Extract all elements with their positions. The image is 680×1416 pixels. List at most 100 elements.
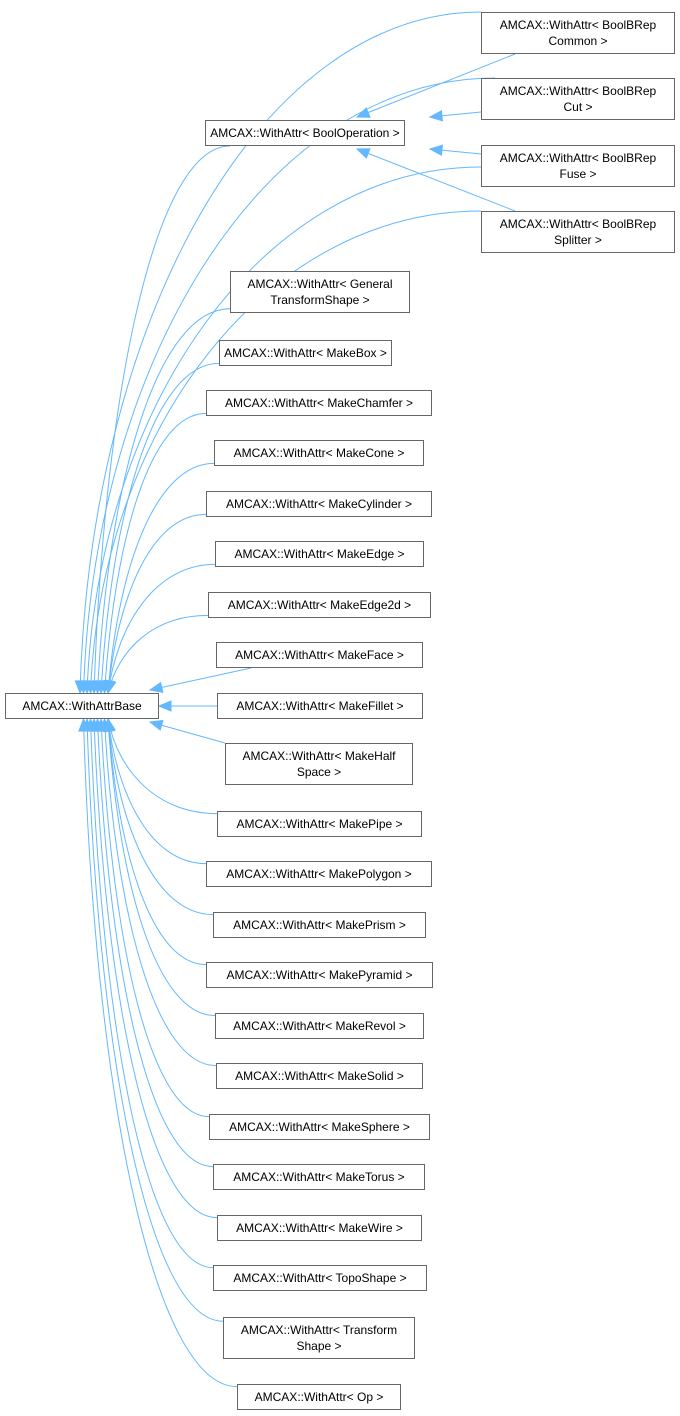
node-child[interactable]: AMCAX::WithAttr< MakeEdge2d > [208,592,431,618]
node-label: AMCAX::WithAttr< BoolBRep [499,217,657,231]
node-label: AMCAX::WithAttr< MakeRevol > [233,1019,406,1033]
node-label: Splitter > [554,233,602,247]
node-label: AMCAX::WithAttr< MakePrism > [233,918,406,932]
node-label: AMCAX::WithAttr< MakeSolid > [235,1069,404,1083]
edge-to-withattrbase [97,308,231,694]
node-label: AMCAX::WithAttr< MakeCylinder > [225,497,413,511]
edge-to-withattrbase [90,718,214,1269]
edge-to-withattrbase [107,563,216,694]
node-label: AMCAX::WithAttr< MakeHalf [242,749,396,763]
edge-to-withattrbase [97,718,214,1168]
edge-to-withattrbase [93,718,218,1219]
edge-to-withattrbase [107,462,215,694]
node-label: AMCAX::WithAttr< BoolBRep [499,151,657,165]
node-label: AMCAX::WithAttr< BoolBRep [499,84,657,98]
edge-to-withattrbase [86,718,224,1322]
node-label: AMCAX::WithAttr< MakeEdge > [234,547,405,561]
node-label: AMCAX::WithAttr< MakeChamfer > [224,396,414,410]
node-label: AMCAX::WithAttr< MakeEdge2d > [227,598,412,612]
node-child[interactable]: AMCAX::WithAttr< MakeRevol > [215,1013,424,1039]
node-label: AMCAX::WithAttr< MakeSphere > [229,1120,410,1134]
node-label: AMCAX::WithAttr< Transform [240,1323,398,1337]
node-label: AMCAX::WithAttr< MakePyramid > [226,968,413,982]
node-label: AMCAX::WithAttr< TopoShape > [233,1271,407,1285]
edge-to-withattrbase [104,718,217,1067]
node-label: AMCAX::WithAttr< MakeBox > [224,346,387,360]
node-label: AMCAX::WithAttr< General [247,277,393,291]
node-label: TransformShape > [270,293,370,307]
edge-to-withattrbase [149,667,252,691]
arrowhead-icon [157,700,172,712]
node-child[interactable]: AMCAX::WithAttr< MakeSphere > [209,1114,430,1140]
node-child[interactable]: AMCAX::WithAttr< Op > [237,1384,401,1410]
node-label: AMCAX::WithAttr< MakeTorus > [233,1170,405,1184]
node-withattrbase[interactable]: AMCAX::WithAttrBase [5,693,159,719]
node-child[interactable]: AMCAX::WithAttr< MakeWire > [217,1215,422,1241]
edge-to-withattrbase [90,210,482,694]
edge-to-withattrbase [93,145,231,694]
node-child[interactable]: AMCAX::WithAttr< MakeFace > [216,642,423,668]
node-label: AMCAX::WithAttrBase [22,699,142,713]
edge-to-withattrbase [107,513,207,694]
edge-to-withattrbase [83,718,238,1388]
node-label: AMCAX::WithAttr< Op > [254,1390,384,1404]
arrowhead-icon [355,148,371,159]
edge-to-withattrbase [107,718,214,916]
edge-to-withattrbase [107,614,209,694]
arrowhead-icon [105,679,117,695]
edge-to-withattrbase [107,718,218,815]
node-label: Space > [296,765,342,779]
arrowhead-icon [78,717,90,732]
node-label: AMCAX::WithAttr< BoolBRep [499,18,657,32]
edge-to-withattrbase [79,11,482,694]
arrowhead-icon [355,107,371,118]
node-child[interactable]: AMCAX::WithAttr< MakePipe > [217,811,422,837]
edge-to-withattrbase [107,718,207,966]
node-label: AMCAX::WithAttr< BoolOperation > [210,126,400,140]
node-child[interactable]: AMCAX::WithAttr< MakeTorus > [213,1164,425,1190]
node-child[interactable]: AMCAX::WithAttr< MakePyramid > [206,962,433,988]
node-label: AMCAX::WithAttr< MakeWire > [236,1221,403,1235]
edge-to-withattrbase [107,718,207,865]
node-child[interactable]: AMCAX::WithAttr< TopoShape > [213,1265,427,1291]
node-label: Common > [548,34,608,48]
node-label: AMCAX::WithAttr< MakePolygon > [226,867,412,881]
node-label: AMCAX::WithAttr< MakeCone > [233,446,405,460]
node-child[interactable]: AMCAX::WithAttr< MakeChamfer > [206,390,432,416]
edge-to-withattrbase [100,362,220,694]
node-label: AMCAX::WithAttr< MakeFace > [235,648,404,662]
edge-to-withattrbase [149,721,226,744]
node-child[interactable]: AMCAX::WithAttr< MakePrism > [213,912,426,938]
arrowhead-icon [428,110,444,122]
node-child[interactable]: AMCAX::WithAttr< MakeSolid > [216,1063,423,1089]
node-label: Cut > [563,100,593,114]
edge-boolbrep-to-booloperation [356,53,516,118]
edge-to-withattrbase [107,718,216,1017]
node-label: Fuse > [559,167,597,181]
edge-to-withattrbase [100,718,210,1118]
arrowhead-icon [148,719,164,731]
node-booloperation[interactable]: AMCAX::WithAttr< BoolOperation > [205,120,405,146]
node-child[interactable]: AMCAX::WithAttr< MakePolygon > [206,861,432,887]
arrowhead-icon [428,144,444,156]
node-label: Shape > [296,1339,342,1353]
arrowhead-icon [148,681,164,693]
node-child[interactable]: AMCAX::WithAttr< MakeEdge > [215,541,424,567]
node-child[interactable]: AMCAX::WithAttr< MakeCone > [214,440,424,466]
edge-to-withattrbase [104,412,207,694]
node-child[interactable]: AMCAX::WithAttr< MakeFillet > [217,693,423,719]
edge-to-withattrbase [83,77,496,694]
node-child[interactable]: AMCAX::WithAttr< MakeCylinder > [206,491,432,517]
node-label: AMCAX::WithAttr< MakePipe > [236,817,403,831]
edge-boolbrep-to-booloperation [356,148,516,212]
node-child[interactable]: AMCAX::WithAttr< MakeBox > [219,340,392,366]
